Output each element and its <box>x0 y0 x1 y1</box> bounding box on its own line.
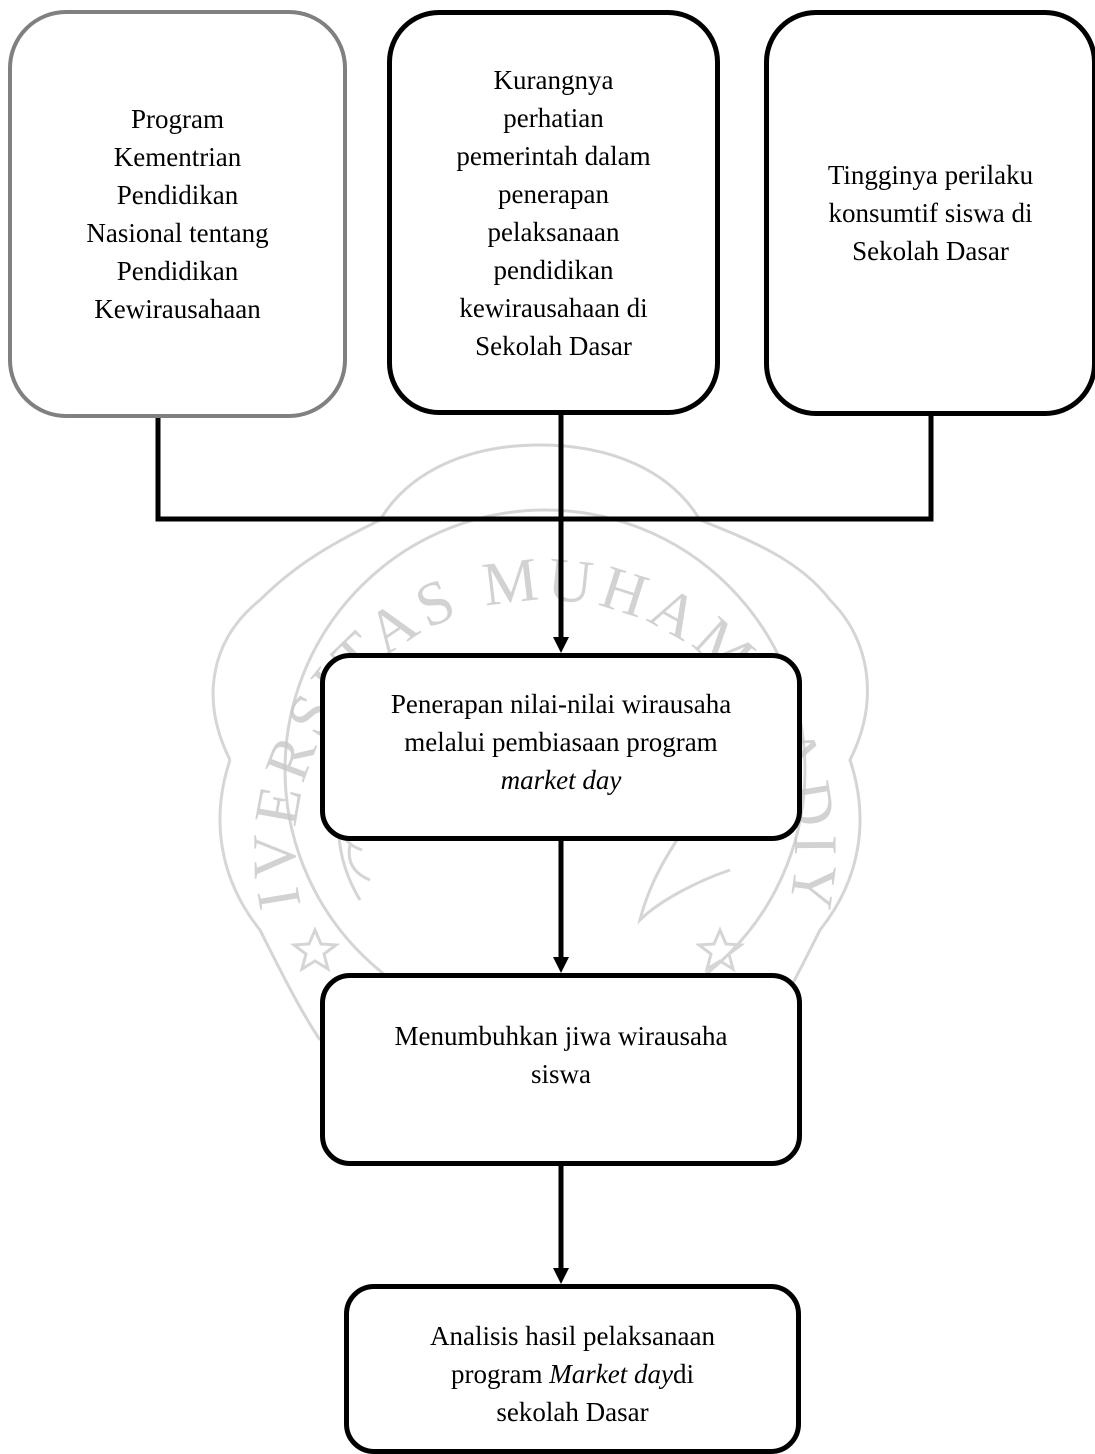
box-program-kementrian: Program Kementrian Pendidikan Nasional t… <box>8 10 347 418</box>
box-analisis-hasil: Analisis hasil pelaksanaan program Marke… <box>344 1284 801 1454</box>
arrowhead-analisis <box>553 1268 569 1284</box>
arrowhead-menumbuhkan <box>553 957 569 973</box>
box-kurangnya-text: Kurangnya perhatian pemerintah dalam pen… <box>456 64 651 361</box>
box-kurangnya-perhatian: Kurangnya perhatian pemerintah dalam pen… <box>387 10 720 415</box>
box-menumbuhkan-jiwa: Menumbuhkan jiwa wirausaha siswa <box>320 973 802 1166</box>
box-tingginya-perilaku: Tingginya perilaku konsumtif siswa di Se… <box>764 10 1095 416</box>
box-menumbuhkan-text: Menumbuhkan jiwa wirausaha siswa <box>394 1020 728 1089</box>
arrowhead-penerapan <box>553 637 569 653</box>
box-penerapan-nilai: Penerapan nilai-nilai wirausaha melalui … <box>320 653 802 841</box>
box-program-text: Program Kementrian Pendidikan Nasional t… <box>86 104 269 324</box>
box-tingginya-text: Tingginya perilaku konsumtif siswa di Se… <box>827 160 1034 266</box>
box-penerapan-text: Penerapan nilai-nilai wirausaha melalui … <box>390 689 732 795</box>
box-analisis-text: Analisis hasil pelaksanaan program Marke… <box>430 1321 715 1427</box>
